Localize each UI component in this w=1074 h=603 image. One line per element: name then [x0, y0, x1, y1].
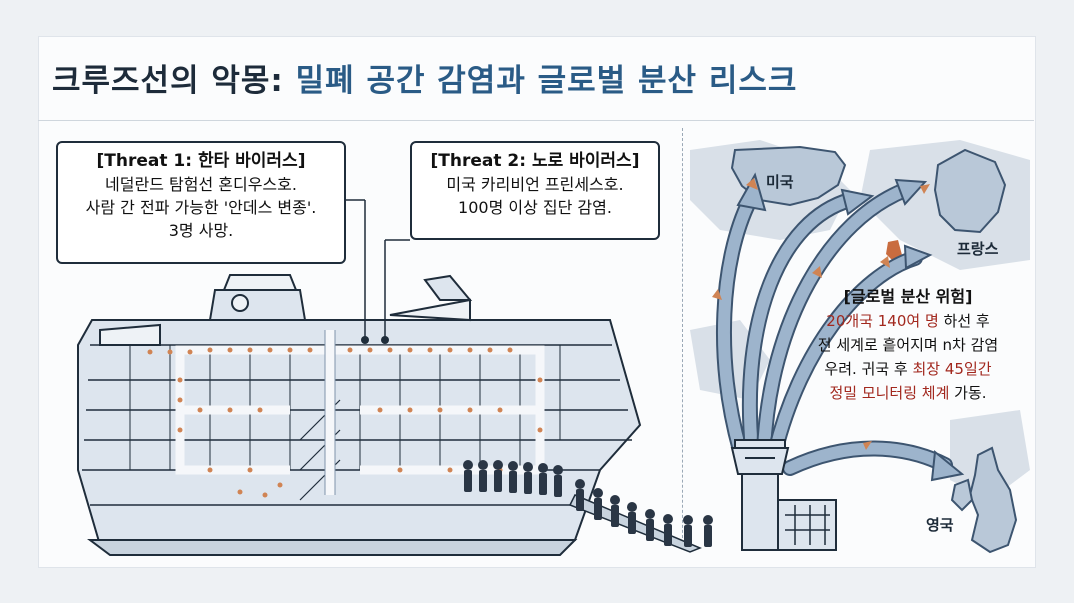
infection-dots [147, 347, 543, 498]
disembarking-passengers [463, 460, 713, 547]
terminal-windows [785, 505, 830, 545]
risk-line4-highlight: 정밀 모니터링 체계 [829, 384, 950, 402]
callout-leaders [345, 199, 410, 340]
threat1-callout: [Threat 1: 한타 바이러스] 네덜란드 탐험선 혼디우스호. 사람 간… [56, 141, 346, 264]
title-part1: 크루즈선의 악몽: [52, 63, 296, 99]
risk-line2: 전 세계로 흩어지며 n차 감염 [817, 336, 999, 354]
threat2-line1: 미국 카리비언 프린세스호. [446, 175, 624, 194]
threat2-callout: [Threat 2: 노로 바이러스] 미국 카리비언 프린세스호. 100명 … [410, 141, 660, 240]
risk-line4-rest: 가동. [949, 384, 987, 402]
label-usa: 미국 [766, 173, 794, 191]
section-divider [682, 128, 683, 548]
leader-endpoints [361, 336, 389, 344]
arrow-heads [736, 172, 965, 482]
risk-line1: 20개국 140여 명 하선 후 [802, 309, 1014, 333]
risk-line4: 정밀 모니터링 체계 가동. [802, 381, 1014, 405]
airport-tower [730, 439, 837, 551]
threat2-line2: 100명 이상 집단 감염. [458, 198, 612, 217]
threat1-line2: 사람 간 전파 가능한 '안데스 변종'. [85, 198, 317, 217]
title-rule [38, 120, 1034, 121]
ireland-map [950, 478, 974, 512]
france-map [933, 148, 1007, 234]
threat1-line3: 3명 사망. [168, 221, 234, 240]
label-france: 프랑스 [957, 240, 999, 258]
spread-arrows [716, 182, 953, 476]
ventilation-duct-outlines [324, 330, 336, 495]
threat1-line1: 네덜란드 탐험선 혼디우스호. [105, 175, 297, 194]
title-part2: 밀폐 공간 감염과 글로벌 분산 리스크 [295, 63, 798, 99]
threat2-heading: [Threat 2: 노로 바이러스] [430, 151, 640, 171]
risk-heading: [글로벌 분산 위험] [843, 287, 973, 306]
page-title: 크루즈선의 악몽: 밀폐 공간 감염과 글로벌 분산 리스크 [52, 55, 797, 100]
risk-line1-rest: 하선 후 [938, 312, 990, 330]
risk-line3: 우려. 귀국 후 최장 45일간 [802, 357, 1014, 381]
risk-line1-highlight: 20개국 140여 명 [826, 312, 939, 330]
arrow-orange-marks [712, 178, 930, 450]
global-risk-panel: [글로벌 분산 위험] 20개국 140여 명 하선 후 전 세계로 흩어지며 … [802, 285, 1014, 405]
label-uk: 영국 [926, 516, 954, 534]
risk-line3-pre: 우려. 귀국 후 [824, 360, 913, 378]
cruise-ship [77, 274, 642, 556]
threat1-heading: [Threat 1: 한타 바이러스] [96, 151, 306, 171]
risk-line3-highlight: 최장 45일간 [912, 360, 992, 378]
